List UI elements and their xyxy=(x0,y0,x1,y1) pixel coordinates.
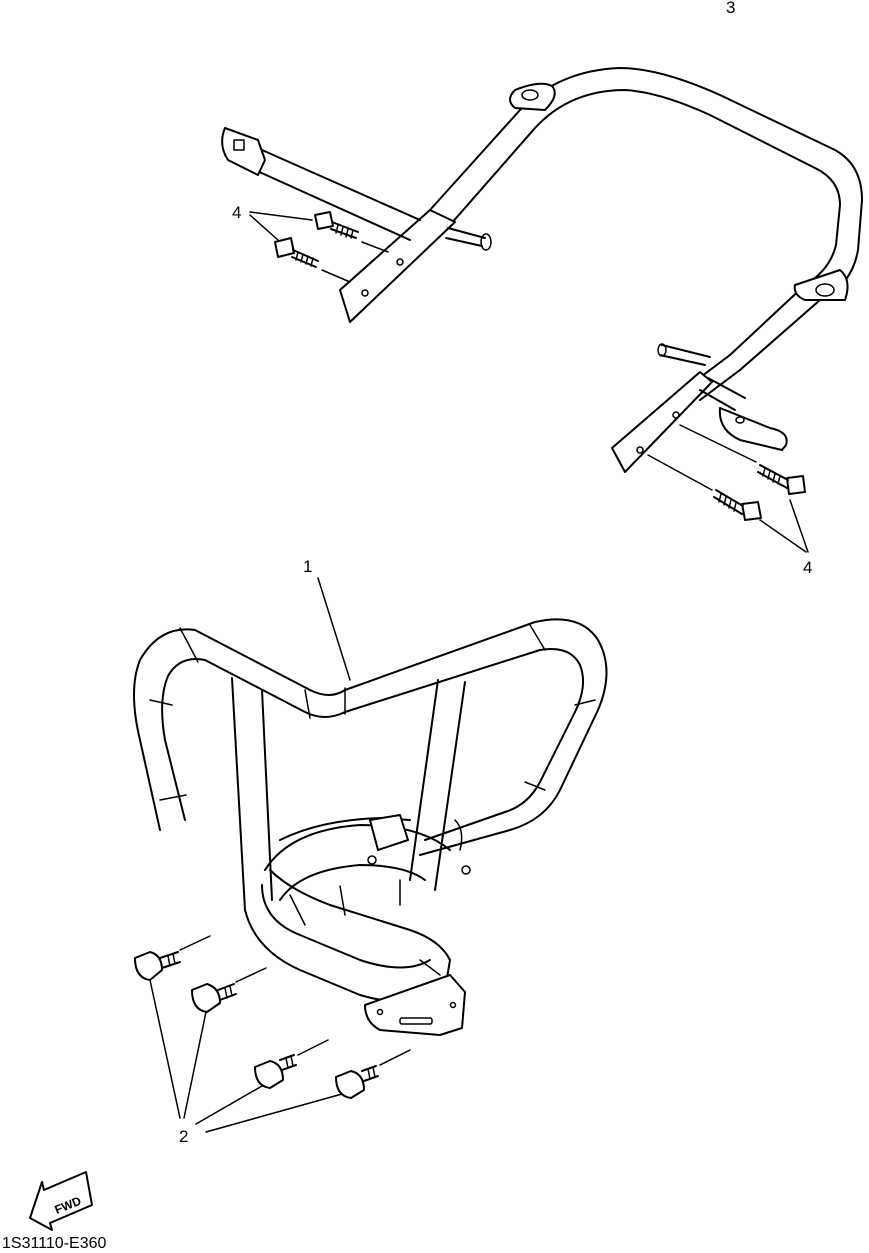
callout-4-upper: 4 xyxy=(232,203,241,222)
leader-2 xyxy=(149,979,343,1133)
leader-4-upper xyxy=(249,211,313,241)
fwd-arrow-icon xyxy=(29,1171,93,1231)
callout-2: 2 xyxy=(179,1127,188,1146)
bolt-2-a xyxy=(134,951,181,981)
bolt-axis-2 xyxy=(179,935,411,1066)
callout-1: 1 xyxy=(303,557,312,576)
bolt-2-c xyxy=(254,1054,297,1089)
bolt-axis-upper xyxy=(321,241,389,283)
bolt-axis-lower xyxy=(647,424,757,491)
bolt-4-lower-b xyxy=(713,489,762,521)
front-bumper xyxy=(133,618,608,1036)
leader-1 xyxy=(317,577,351,681)
bolt-4-lower-a xyxy=(757,464,806,495)
bolt-2-d xyxy=(335,1065,379,1099)
callout-3: 3 xyxy=(726,0,735,17)
bolt-4-upper-a xyxy=(314,211,359,239)
leader-4-lower xyxy=(759,499,809,553)
bolt-2-b xyxy=(191,983,237,1013)
drawing-code: 1S31110-E360 xyxy=(2,1235,106,1252)
rear-grab-bar xyxy=(221,67,863,473)
callout-4-lower: 4 xyxy=(803,558,812,577)
bolt-4-upper-b xyxy=(274,237,319,268)
